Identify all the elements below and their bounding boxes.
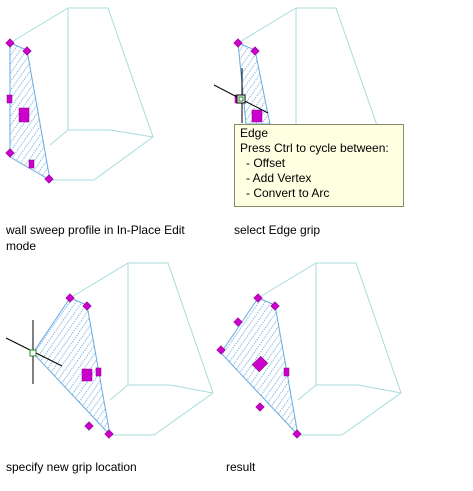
profile-hatch: [9, 42, 51, 181]
tooltip-option-offset: - Offset: [246, 156, 286, 170]
cursor-crosshair: [213, 68, 269, 123]
tooltip-title: Edge: [240, 126, 269, 140]
profile-grips-4[interactable]: [216, 293, 302, 439]
panel-1-diagram: [5, 7, 154, 184]
caption-step4: result: [226, 460, 256, 474]
tooltip-option-add-vertex: - Add Vertex: [246, 171, 312, 185]
caption-step3: specify new grip location: [6, 460, 137, 474]
profile-grips[interactable]: [5, 38, 54, 184]
caption-step2: select Edge grip: [234, 223, 321, 237]
wall-wireframe-3: [69, 262, 214, 436]
panel-4-diagram: [216, 262, 402, 439]
profile-hatch-3: [32, 297, 111, 437]
panel-2-diagram: [213, 7, 382, 181]
wall-wireframe-4: [257, 262, 402, 436]
caption-step1: wall sweep profile in In-Place Edit mode: [6, 223, 185, 253]
profile-grips-3[interactable]: [65, 293, 114, 439]
panel-3-diagram: [5, 262, 214, 439]
cursor-crosshair-3: [5, 320, 63, 384]
wall-wireframe: [9, 7, 154, 181]
tooltip-instruction: Press Ctrl to cycle between:: [240, 141, 389, 155]
tooltip-option-convert-to-arc: - Convert to Arc: [246, 186, 330, 200]
edge-grip-tooltip: Edge Press Ctrl to cycle between: - Offs…: [234, 124, 404, 207]
